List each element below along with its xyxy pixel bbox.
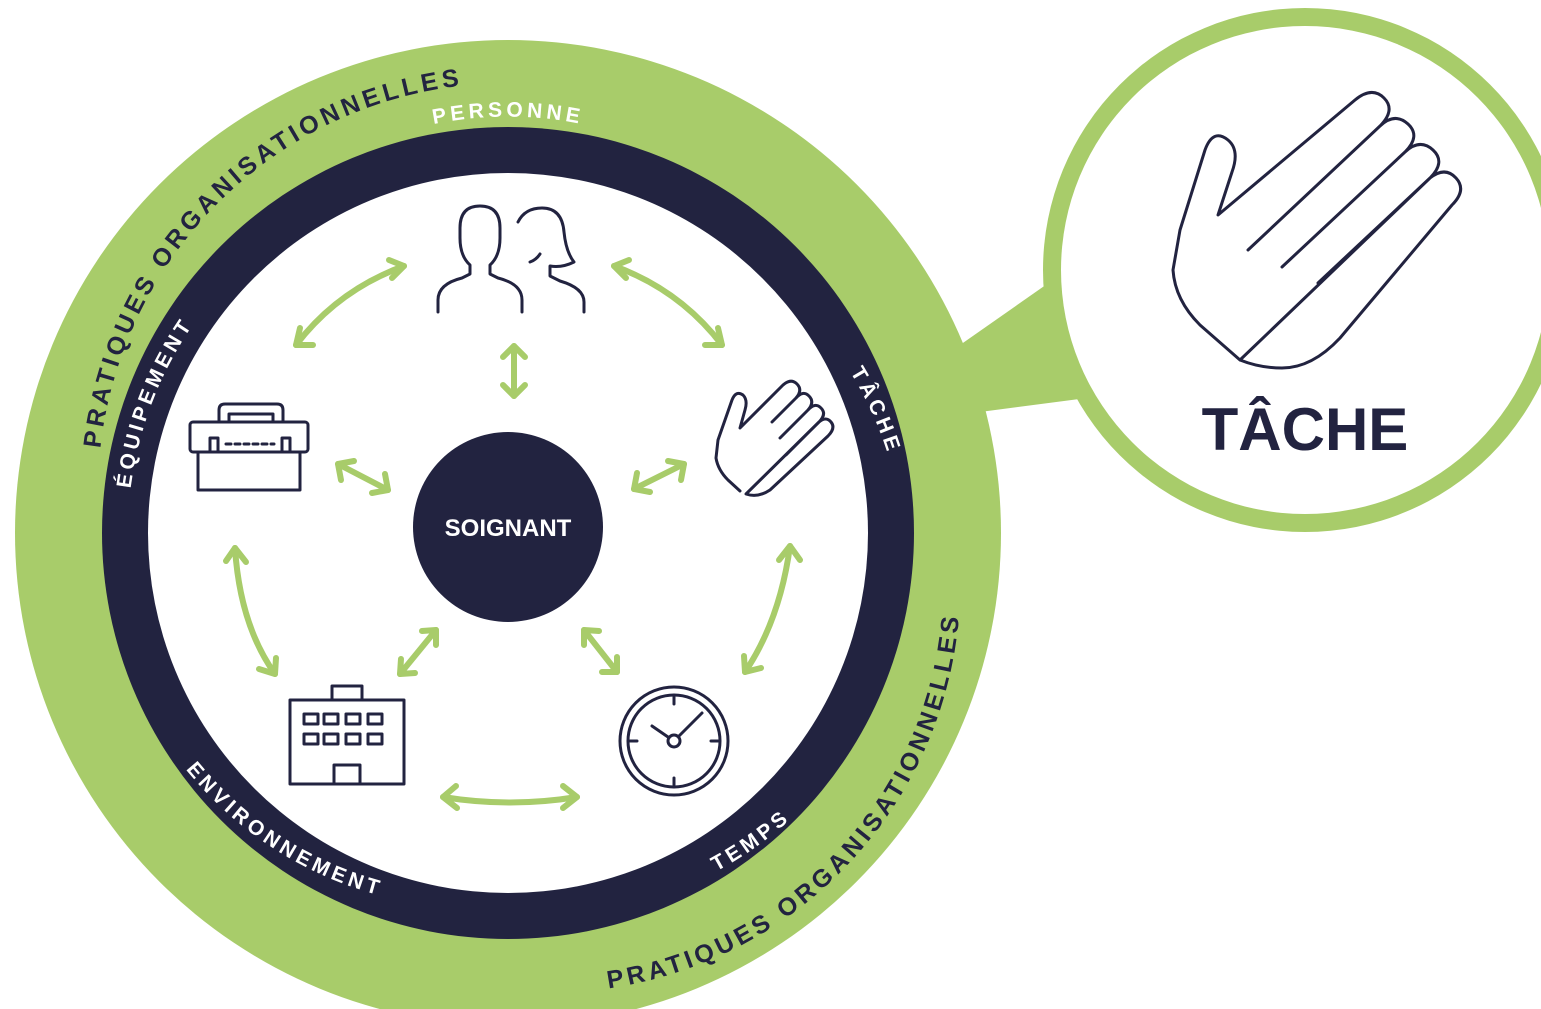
zoom-callout (1061, 26, 1541, 514)
clock-icon (618, 685, 730, 797)
arrow-tache-temps (742, 543, 793, 675)
arrow-personne-equipement (293, 263, 407, 348)
arrows-group (223, 257, 803, 811)
arrow-temps-soignant (581, 627, 620, 675)
arrow-equipement-soignant (335, 461, 391, 493)
building-icon (288, 684, 406, 786)
zoom-label: TÂCHE (1202, 396, 1409, 463)
arrow-tache-soignant (631, 461, 687, 492)
people-icon (436, 204, 586, 314)
arrow-personne-tache (611, 263, 725, 348)
toolbox-icon (188, 402, 310, 492)
center-label: SOIGNANT (445, 515, 572, 542)
hand-icon (1171, 91, 1463, 370)
hand-icon (714, 379, 835, 497)
arrow-equipement-environnement (232, 545, 278, 677)
arrow-environnement-soignant (397, 627, 439, 677)
arrow-environnement-temps (440, 794, 580, 806)
center-node (413, 432, 603, 622)
